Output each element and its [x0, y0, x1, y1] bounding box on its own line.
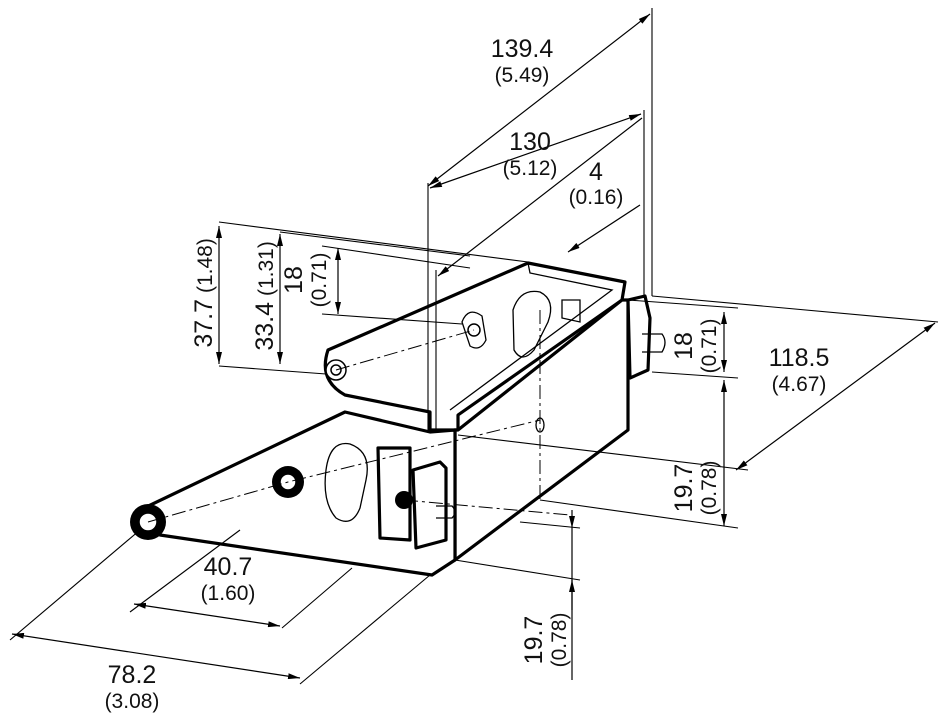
- center-lines: [147, 310, 571, 523]
- dim-197b-inch: (0.78): [548, 613, 571, 668]
- dim-1185-line: [735, 322, 936, 471]
- center-line-upper: [335, 329, 475, 371]
- extension-lines: [9, 8, 939, 685]
- dim-782-line: [11, 632, 301, 680]
- upper-tab: [561, 299, 581, 323]
- dim-377-label: 37.7 (1.48): [190, 238, 218, 348]
- bracket-part: [130, 261, 666, 577]
- dim-18l-label: 18 (0.71): [280, 253, 331, 308]
- mounting-block: [376, 446, 412, 542]
- ext-1185-bottom: [457, 434, 749, 471]
- dim-18r-inch: (0.71): [698, 319, 721, 374]
- ext-334-top: [279, 231, 471, 257]
- dim-407-value: 40.7: [204, 553, 253, 581]
- dim-334-value: 33.4: [251, 302, 279, 351]
- ext-18r-bottom: [651, 371, 739, 379]
- upper-slot: [512, 290, 552, 358]
- ext-18r-top: [627, 299, 739, 309]
- dim-407-line: [133, 602, 281, 628]
- mounting-flange: [411, 460, 448, 550]
- dim-334-inch: (1.31): [255, 241, 278, 296]
- ext-782-right: [299, 574, 431, 685]
- dim-18l-value: 18: [280, 266, 308, 294]
- dim-197r-inch: (0.78): [698, 461, 721, 516]
- dim-139-value: 139.4: [491, 35, 554, 63]
- dimension-labels: 139.4 (5.49) 130 (5.12) 4 (0.16) 37.7 (1…: [105, 35, 830, 713]
- dim-197b-label: 19.7 (0.78): [520, 613, 571, 668]
- dim-18r-value: 18: [670, 332, 698, 360]
- ext-197b-top: [519, 521, 581, 529]
- center-line-lower: [147, 419, 541, 523]
- upper-arm-inner-edge: [449, 262, 614, 411]
- dim-18l-inch: (0.71): [308, 253, 331, 308]
- flange-stud: [436, 505, 456, 519]
- dim-130-inch: (5.12): [503, 157, 558, 180]
- right-plate: [626, 294, 652, 380]
- ext-18-bottom: [321, 313, 463, 325]
- dim-139-inch: (5.49): [495, 64, 550, 87]
- upper-slotted-screw: [461, 311, 487, 349]
- dim-334-label: 33.4 (1.31): [251, 241, 279, 351]
- dim-4-line: [567, 204, 641, 253]
- ext-18-top: [321, 245, 471, 269]
- dim-782-inch: (3.08): [105, 690, 160, 713]
- dim-130-value: 130: [509, 128, 551, 156]
- dim-4-inch: (0.16): [569, 186, 624, 209]
- dim-18r-label: 18 (0.71): [670, 319, 721, 374]
- dim-197r-label: 19.7 (0.78): [670, 461, 721, 516]
- ext-197r-bottom: [539, 499, 739, 529]
- center-line-block: [403, 499, 571, 516]
- dim-130b-line: [437, 117, 643, 277]
- ext-407-right: [281, 567, 353, 629]
- dim-407-inch: (1.60): [201, 582, 256, 605]
- dimension-lines: [11, 13, 936, 680]
- dim-377-inch: (1.48): [194, 238, 217, 293]
- ext-407-left: [129, 529, 241, 613]
- dim-197r-value: 19.7: [670, 464, 698, 513]
- dim-1185-value: 118.5: [769, 344, 830, 372]
- dim-377-value: 37.7: [190, 299, 218, 348]
- right-stud: [642, 333, 666, 353]
- dim-197b-value: 19.7: [520, 616, 548, 665]
- ext-197b-bottom: [454, 559, 581, 581]
- dim-1185-inch: (4.67): [772, 373, 827, 396]
- ext-782-left: [9, 529, 141, 641]
- lower-slot: [324, 442, 368, 522]
- dim-782-value: 78.2: [108, 661, 157, 689]
- ext-top-edge: [218, 221, 529, 263]
- ext-1185-top: [651, 295, 939, 323]
- ext-377-bottom: [218, 365, 327, 375]
- dim-130-line: [429, 113, 642, 189]
- dim-4-value: 4: [589, 158, 603, 186]
